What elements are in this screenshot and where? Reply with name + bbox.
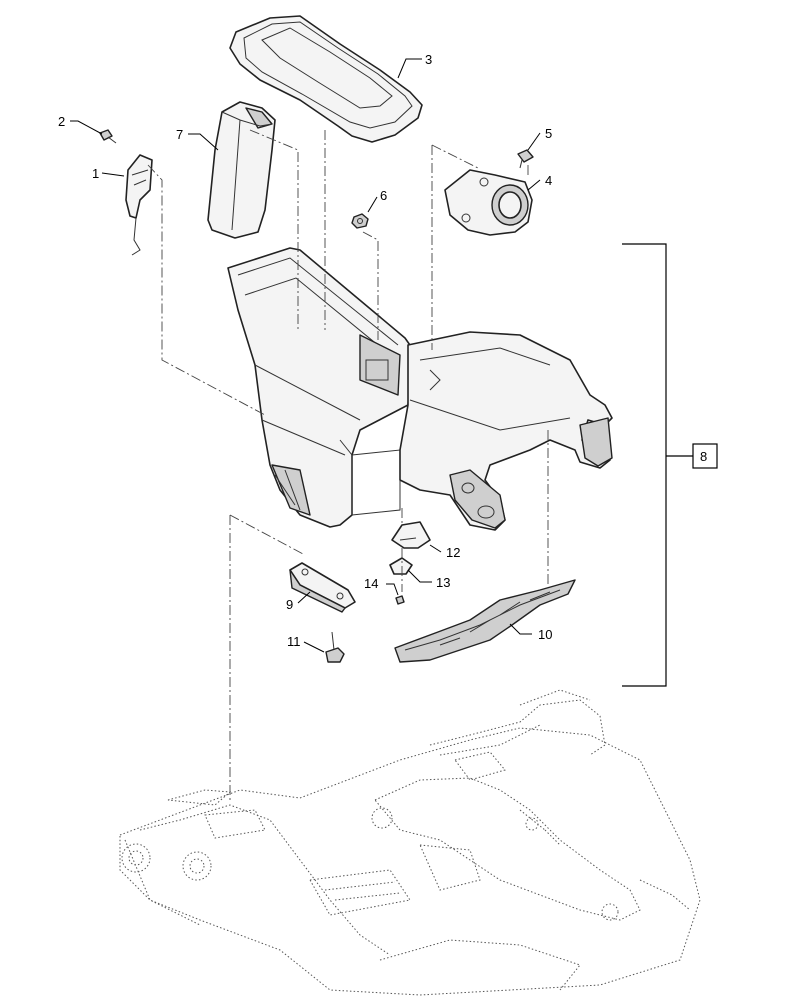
callout-9: 9 <box>286 597 293 612</box>
cable-bracket <box>125 154 153 256</box>
armrest-pad <box>229 15 423 143</box>
callout-12: 12 <box>446 545 460 560</box>
callout-1: 1 <box>92 166 99 181</box>
screw-14 <box>395 595 405 605</box>
callout-8: 8 <box>700 449 707 464</box>
callout-leaders <box>70 58 541 653</box>
screw-5 <box>517 149 534 169</box>
callout-2: 2 <box>58 114 65 129</box>
assembly-lines <box>147 129 549 800</box>
callout-4: 4 <box>545 173 552 188</box>
assembly-bracket-8 <box>622 243 718 687</box>
block-9 <box>289 562 356 613</box>
bolt-11 <box>325 631 345 663</box>
mounting-plate <box>399 331 613 531</box>
callout-6: 6 <box>380 188 387 203</box>
flange-fitting <box>444 169 533 236</box>
bracket-pad <box>207 101 276 239</box>
callout-5: 5 <box>545 126 552 141</box>
callout-10: 10 <box>538 627 552 642</box>
clip-12 <box>391 521 431 549</box>
callout-7: 7 <box>176 127 183 142</box>
callout-3: 3 <box>425 52 432 67</box>
console-housing <box>227 247 413 528</box>
floor-mat-plate <box>394 579 576 663</box>
callout-labels: 1 2 3 4 5 6 7 8 9 10 11 12 13 14 <box>58 52 707 649</box>
callout-13: 13 <box>436 575 450 590</box>
nut-6 <box>351 213 369 229</box>
callout-14: 14 <box>364 576 378 591</box>
callout-box-8 <box>692 443 718 469</box>
base-frame-phantom <box>119 689 701 996</box>
callout-11: 11 <box>287 634 301 649</box>
clip-13 <box>389 557 413 575</box>
screw-2 <box>99 129 117 144</box>
